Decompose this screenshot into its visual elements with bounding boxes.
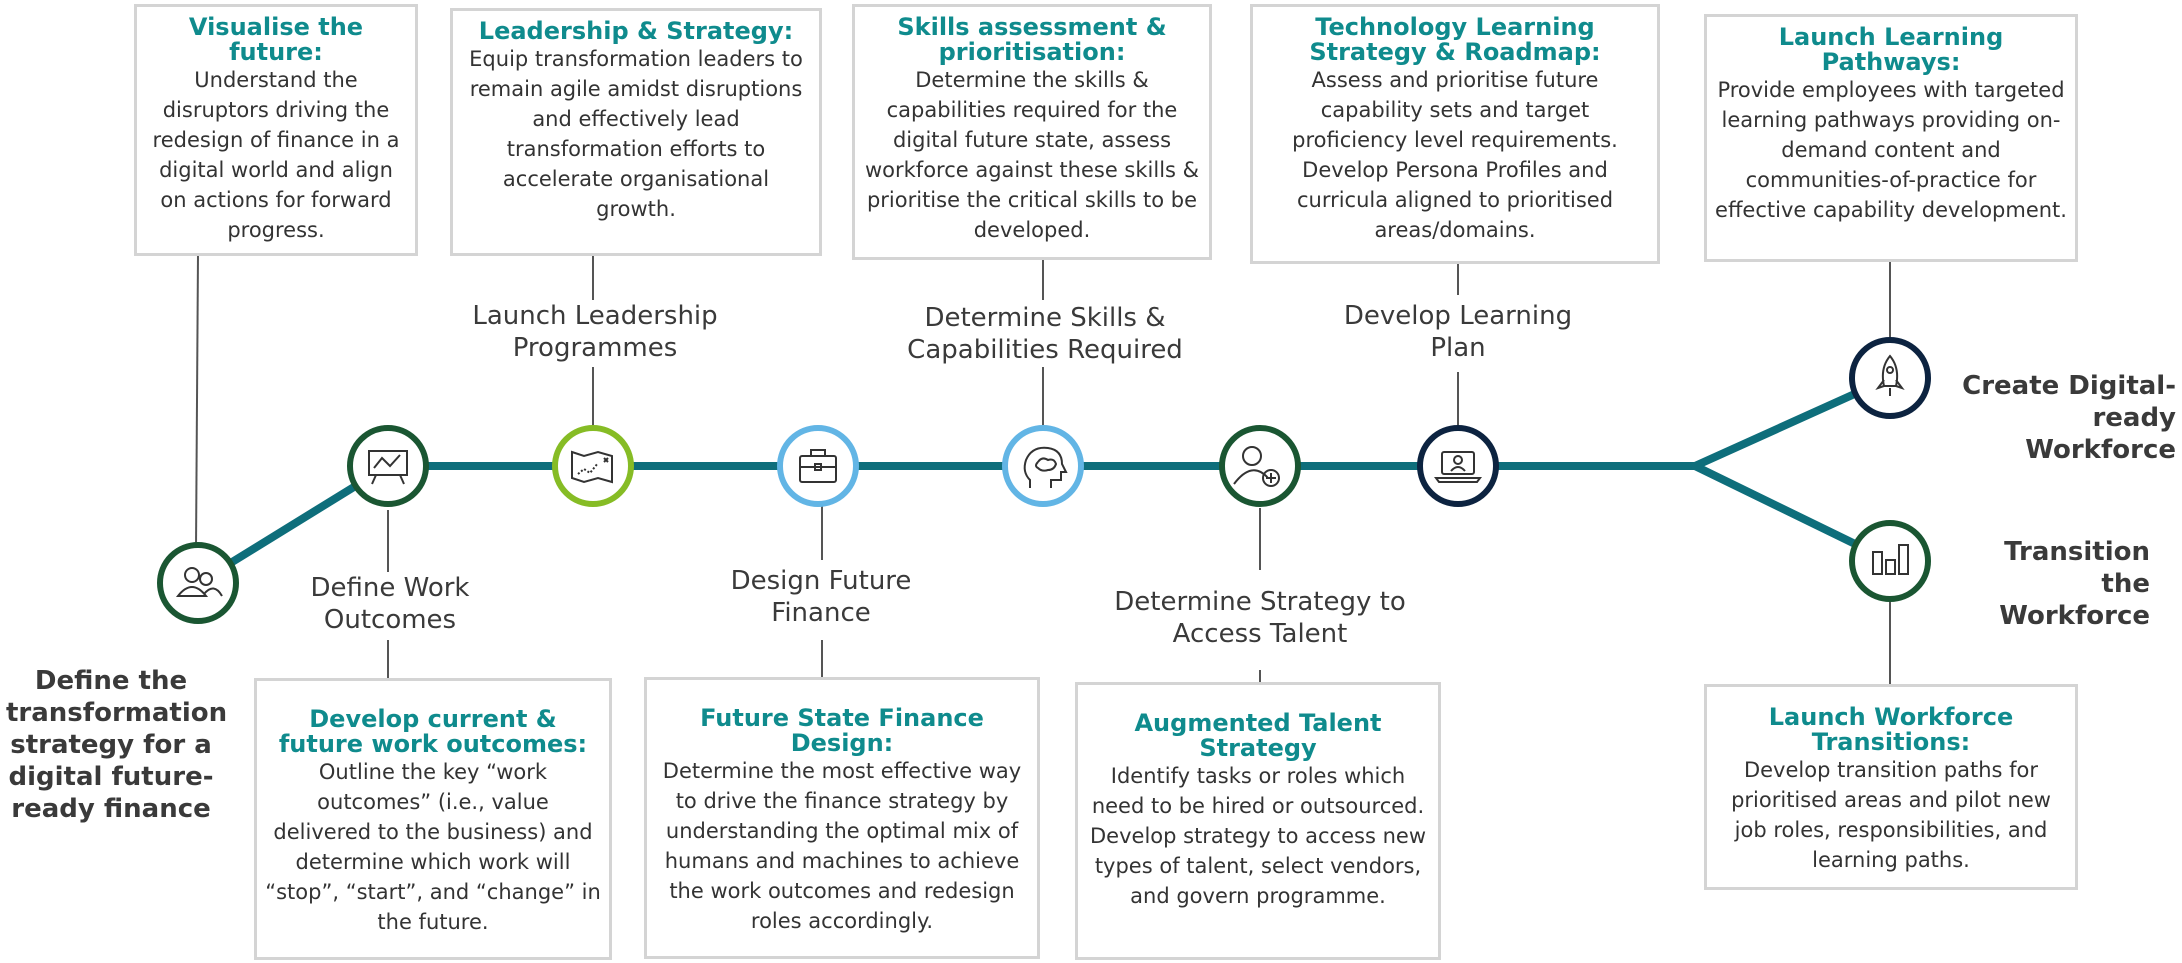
card-skills-assessment: Skills assessment & prioritisation: Dete… [852, 4, 1212, 260]
presentation-board-icon [368, 450, 408, 485]
label-transition-workforce: Transition the Workforce [1999, 537, 2150, 631]
node-learning-plan [1417, 425, 1499, 507]
label-access-talent: Determine Strategy to Access Talent [1114, 587, 1406, 649]
card-body: Develop transition paths for prioritised… [1731, 758, 2051, 872]
bar-chart-icon [1872, 544, 1909, 575]
label-define-work-outcomes: Define Work Outcomes [310, 573, 470, 635]
add-person-icon [1233, 446, 1280, 487]
node-leadership [552, 425, 634, 507]
node-skills [1002, 425, 1084, 507]
card-body: Assess and prioritise future capability … [1292, 68, 1618, 242]
node-work-outcomes [347, 425, 429, 507]
briefcase-icon [799, 449, 837, 483]
card-body: Identify tasks or roles which need to be… [1090, 764, 1426, 908]
node-design-finance [777, 425, 859, 507]
connector-visualise [195, 253, 199, 549]
label-learning-plan: Develop Learning Plan [1343, 301, 1573, 363]
card-title: Launch Learning Pathways: [1778, 23, 2004, 76]
card-workforce-transitions: Launch Workforce Transitions: Develop tr… [1704, 684, 2078, 890]
node-digital-workforce [1849, 337, 1931, 419]
card-title: Future State Finance Design: [700, 704, 984, 757]
card-title: Skills assessment & prioritisation: [897, 13, 1167, 66]
laptop-user-icon [1434, 451, 1482, 483]
card-title: Leadership & Strategy: [478, 17, 794, 45]
card-visualise-future: Visualise the future: Understand the dis… [134, 4, 418, 256]
card-title: Launch Workforce Transitions: [1768, 703, 2014, 756]
connector-lines [195, 253, 1891, 686]
people-group-icon [175, 567, 223, 597]
label-start: Define the transformation strategy for a… [6, 666, 228, 824]
label-launch-leadership: Launch Leadership Programmes [472, 301, 718, 363]
card-body: Outline the key “work outcomes” (i.e., v… [265, 760, 601, 934]
card-body: Provide employees with targeted learning… [1715, 78, 2067, 222]
card-title: Technology Learning Strategy & Roadmap: [1309, 13, 1601, 66]
strategy-map-icon [571, 450, 613, 484]
card-body: Determine the most effective way to driv… [662, 759, 1022, 933]
node-transition [1849, 520, 1931, 602]
card-work-outcomes: Develop current & future work outcomes: … [254, 678, 612, 960]
card-title: Develop current & future work outcomes: [278, 705, 588, 758]
card-title: Visualise the future: [188, 13, 364, 66]
node-talent [1219, 425, 1301, 507]
node-start [157, 542, 239, 624]
card-body: Determine the skills & capabilities requ… [864, 68, 1200, 242]
brain-head-icon [1023, 446, 1068, 488]
card-augmented-talent: Augmented Talent Strategy Identify tasks… [1075, 682, 1441, 960]
rocket-icon [1875, 354, 1905, 396]
label-digital-workforce: Create Digital-ready Workforce [1962, 371, 2176, 465]
label-design-future-finance: Design Future Finance [730, 566, 912, 628]
card-title: Augmented Talent Strategy [1134, 709, 1382, 762]
card-body: Understand the disruptors driving the re… [152, 68, 400, 242]
card-technology-learning: Technology Learning Strategy & Roadmap: … [1250, 4, 1660, 264]
label-determine-skills: Determine Skills & Capabilities Required [907, 303, 1183, 365]
card-body: Equip transformation leaders to remain a… [469, 47, 803, 221]
card-future-finance: Future State Finance Design: Determine t… [644, 677, 1040, 959]
card-leadership-strategy: Leadership & Strategy: Equip transformat… [450, 8, 822, 256]
card-launch-learning: Launch Learning Pathways: Provide employ… [1704, 14, 2078, 262]
